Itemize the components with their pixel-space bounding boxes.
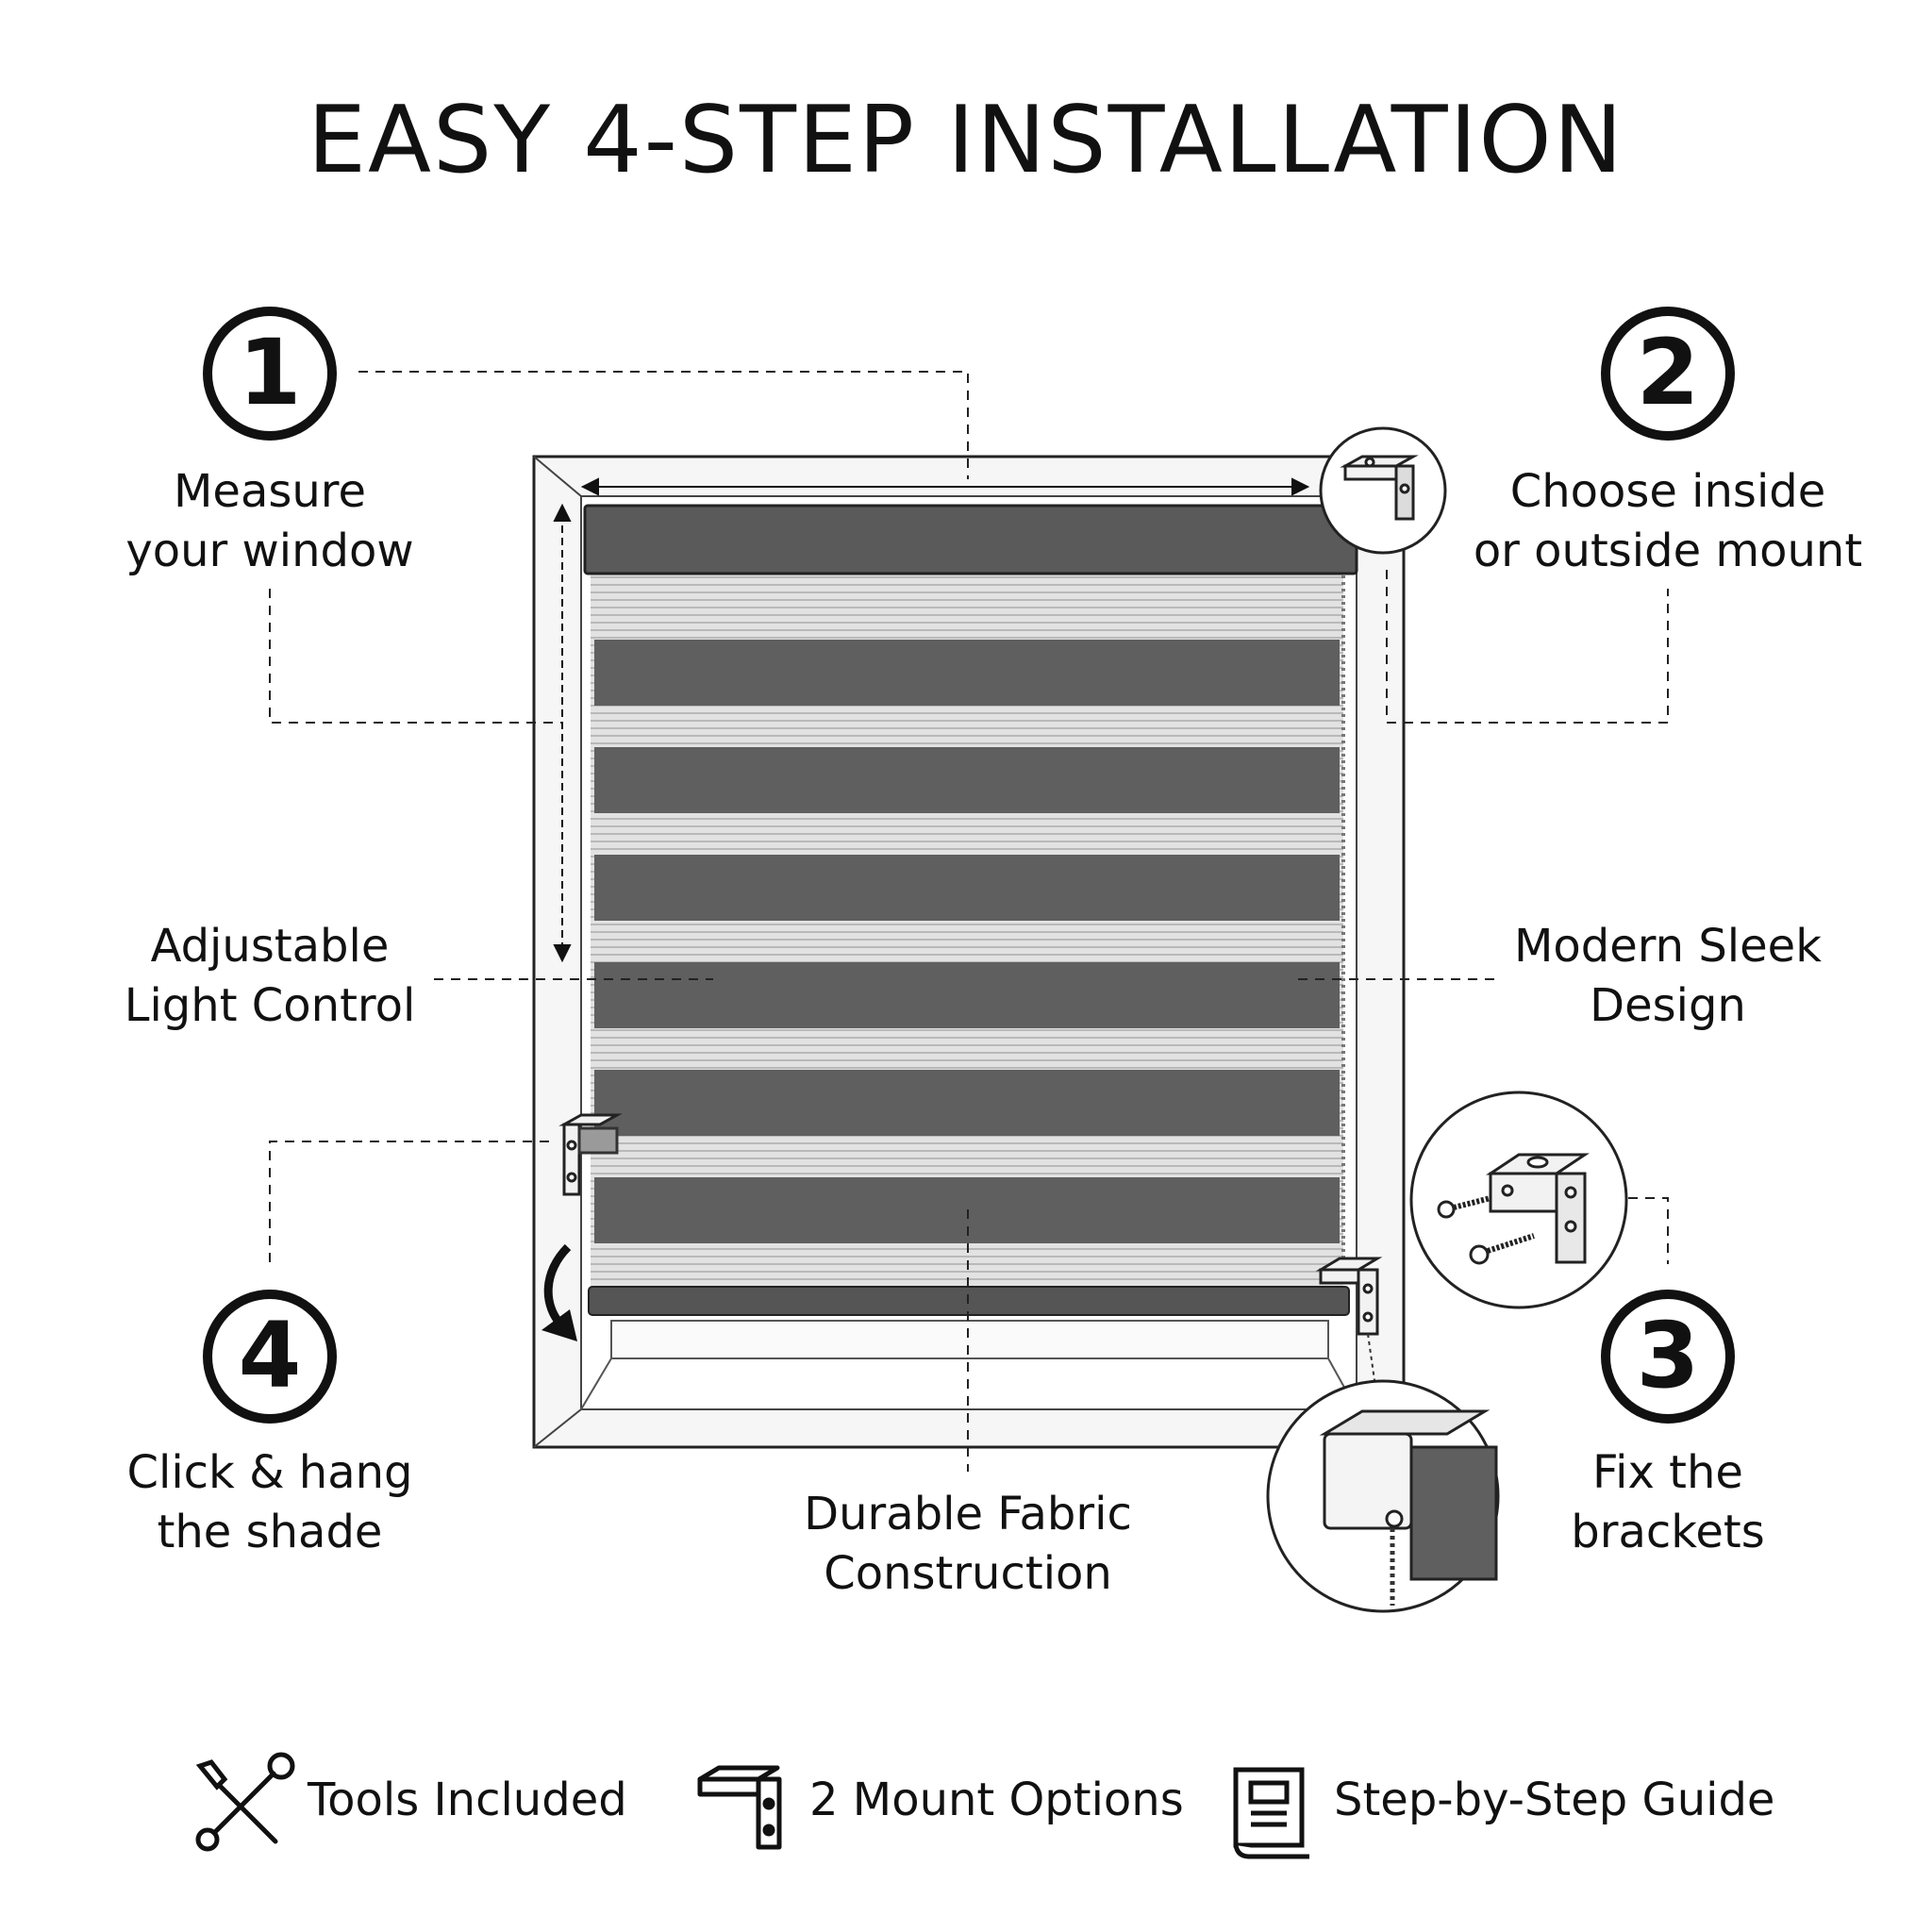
guide-book-icon	[1233, 1767, 1309, 1859]
step-2-number: 2	[1636, 320, 1700, 425]
headrail	[583, 504, 1358, 575]
feature-guide-label: Step-by-Step Guide	[1334, 1774, 1775, 1826]
bracket-icon	[697, 1765, 782, 1850]
step-2-circle	[1601, 307, 1735, 441]
tools-icon	[195, 1752, 295, 1852]
step-circles	[203, 307, 1735, 1424]
feature-mount-label: 2 Mount Options	[809, 1774, 1184, 1826]
inset-corner-bracket	[1319, 426, 1447, 555]
step-1-circle	[203, 307, 337, 441]
measure-arrows	[553, 477, 1310, 963]
callout-lines	[269, 371, 1669, 1472]
left-bracket-icon	[558, 1113, 623, 1196]
page-title: EASY 4-STEP INSTALLATION	[308, 87, 1624, 194]
screw-icon	[1437, 1195, 1491, 1219]
fabric-stripes	[594, 640, 1340, 1243]
right-bracket-icon	[1315, 1257, 1383, 1336]
step-1-number: 1	[238, 320, 302, 425]
step-4-circle	[203, 1290, 337, 1424]
step-3-number: 3	[1636, 1303, 1700, 1408]
inset-end-cap	[1266, 1379, 1500, 1613]
zebra-shade	[583, 504, 1358, 1316]
feature-tools-label: Tools Included	[308, 1774, 627, 1826]
step-4-number: 4	[238, 1303, 302, 1408]
screw-icon	[1469, 1233, 1535, 1265]
hang-arrow-icon	[541, 1243, 577, 1341]
inset-bracket-screws	[1409, 1091, 1628, 1309]
step-3-circle	[1601, 1290, 1735, 1424]
